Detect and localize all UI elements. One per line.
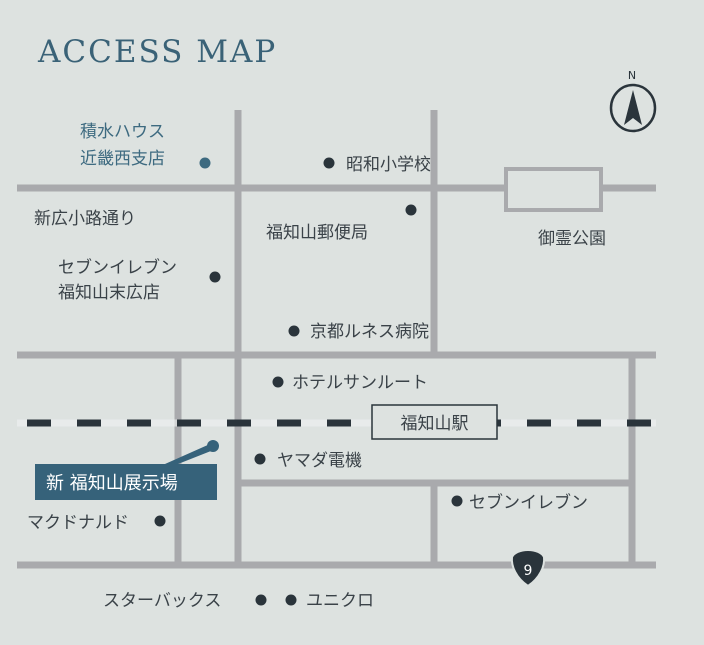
hospital-label: 京都ルネス病院 xyxy=(310,322,429,342)
station-label-box: 福知山駅 xyxy=(371,404,498,440)
north-compass-icon: N xyxy=(609,69,657,133)
seven-suehiro-label-line2: 福知山末広店 xyxy=(58,283,160,303)
compass-north-label: N xyxy=(628,69,636,82)
showa-school-label: 昭和小学校 xyxy=(346,155,431,175)
landmark-dot xyxy=(323,157,335,169)
landmark-dot xyxy=(272,376,284,388)
route-9-shield-icon: 9 xyxy=(510,548,546,588)
mcdonalds-label: マクドナルド xyxy=(27,513,129,533)
landmark-dot xyxy=(209,271,221,283)
uniqlo-label: ユニクロ xyxy=(306,591,374,611)
landmark-dot xyxy=(285,594,297,606)
seven-suehiro-label-line1: セブンイレブン xyxy=(58,257,177,278)
map-title: ACCESS MAP xyxy=(37,34,277,70)
station-name: 福知山駅 xyxy=(401,414,469,434)
sekisui-label-line1: 積水ハウス xyxy=(80,122,165,142)
showroom-label: 新 福知山展示場 xyxy=(46,473,178,494)
hotel-label: ホテルサンルート xyxy=(292,373,428,393)
landmark-dot xyxy=(255,594,267,606)
yamada-label: ヤマダ電機 xyxy=(277,451,362,471)
post-office-label: 福知山郵便局 xyxy=(266,223,368,243)
landmark-dot xyxy=(288,325,300,337)
showroom-location-dot xyxy=(207,440,219,452)
showroom-marker: 新 福知山展示場 xyxy=(35,440,219,500)
park-label: 御霊公園 xyxy=(538,229,606,249)
landmark-dot xyxy=(451,495,463,507)
roads xyxy=(17,110,656,569)
sekisui-location-dot xyxy=(199,157,211,169)
landmark-dot xyxy=(405,204,417,216)
starbucks-label: スターバックス xyxy=(103,591,221,611)
landmark-dot xyxy=(254,453,266,465)
route-number: 9 xyxy=(524,563,533,579)
street-label: 新広小路通り xyxy=(34,209,136,229)
landmark-dot xyxy=(154,515,166,527)
seven-eleven-label: セブンイレブン xyxy=(469,492,588,513)
park-outline xyxy=(504,167,603,212)
sekisui-label-line2: 近畿西支店 xyxy=(80,149,165,169)
